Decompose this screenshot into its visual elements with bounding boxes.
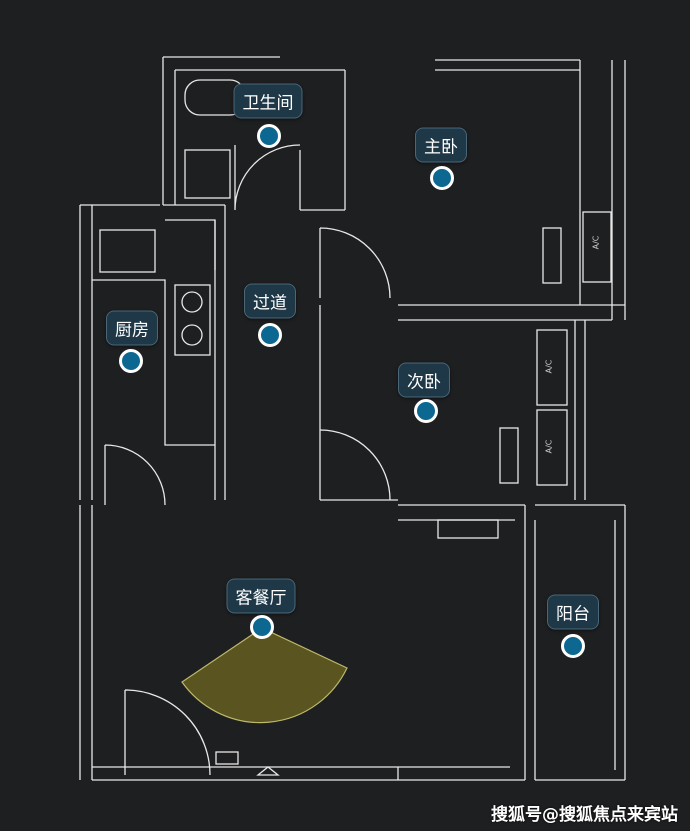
watermark: 搜狐号@搜狐焦点来宾站 [491,805,678,825]
room-label-master-bedroom: 主卧 [415,127,467,163]
camera-point-balcony[interactable] [561,634,585,658]
ac-label: A/C [591,235,601,250]
room-label-hallway: 过道 [244,283,296,319]
room-label-balcony: 阳台 [547,594,599,630]
camera-point-kitchen[interactable] [119,349,143,373]
camera-point-second-bedroom[interactable] [414,399,438,423]
camera-point-living-dining[interactable] [250,615,274,639]
ac-label: A/C [544,359,554,374]
camera-point-bathroom[interactable] [257,124,281,148]
room-label-kitchen: 厨房 [106,310,158,346]
room-label-bathroom: 卫生间 [233,83,303,119]
room-label-second-bedroom: 次卧 [398,362,450,398]
ac-label: A/C [544,439,554,454]
camera-point-master-bedroom[interactable] [430,166,454,190]
camera-point-hallway[interactable] [258,323,282,347]
room-label-living-dining: 客餐厅 [226,578,296,614]
